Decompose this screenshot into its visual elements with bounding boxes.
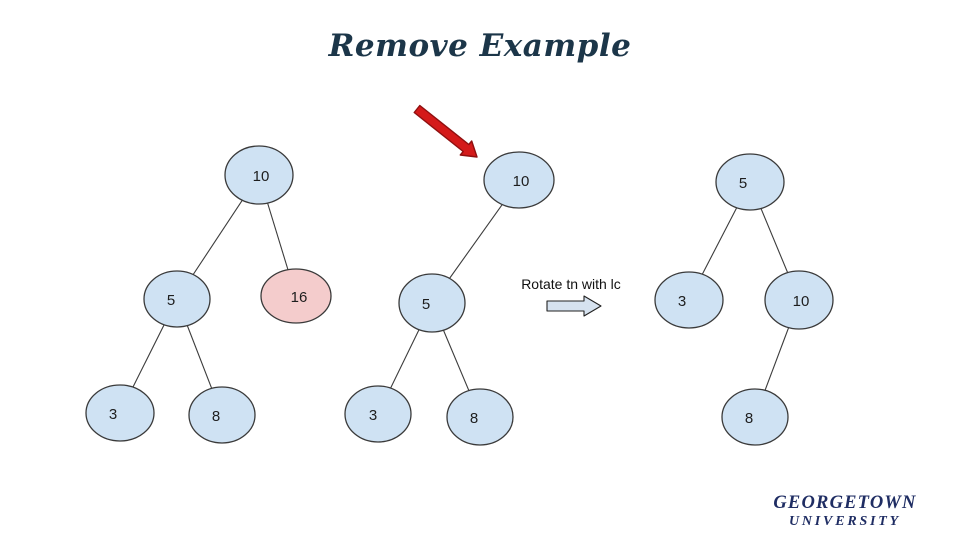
- node-ellipse-highlighted: [260, 268, 332, 324]
- node-value: 5: [422, 296, 430, 313]
- node-value: 3: [678, 293, 686, 310]
- red-pointer-arrow: [413, 104, 478, 158]
- node-ellipse: [398, 273, 466, 333]
- tree-node-8: 8: [446, 388, 514, 446]
- node-ellipse: [224, 145, 294, 205]
- node-value: 5: [739, 175, 747, 192]
- slide-title: Remove Example: [328, 28, 632, 64]
- tree-node-3: 3: [85, 384, 155, 442]
- tree-node-3: 3: [344, 385, 412, 443]
- tree-node-10: 10: [224, 145, 294, 205]
- rotate-block-arrow: [546, 295, 602, 317]
- node-ellipse: [764, 270, 834, 330]
- tree-node-8: 8: [188, 386, 256, 444]
- tree-node-10: 10: [764, 270, 834, 330]
- tree-node-5: 5: [715, 153, 785, 211]
- node-value: 16: [291, 289, 308, 306]
- node-ellipse: [654, 271, 724, 329]
- node-value: 3: [109, 406, 117, 423]
- node-ellipse: [483, 151, 555, 209]
- node-ellipse: [85, 384, 155, 442]
- tree-node-3: 3: [654, 271, 724, 329]
- tree-node-8: 8: [721, 388, 789, 446]
- logo-wordmark-line1: GEORGETOWN: [773, 493, 917, 513]
- node-value: 10: [513, 173, 530, 190]
- tree-after-rotate: 5 3 10 8: [654, 153, 834, 446]
- node-value: 8: [212, 408, 220, 425]
- rotate-label: Rotate tn with lc: [521, 276, 621, 292]
- node-value: 3: [369, 407, 377, 424]
- node-ellipse: [715, 153, 785, 211]
- tree-node-10: 10: [483, 151, 555, 209]
- tree-node-5: 5: [398, 273, 466, 333]
- tree-before-remove: 10 5 16 3 8: [85, 145, 332, 444]
- node-value: 8: [745, 410, 753, 427]
- logo-wordmark-line2: UNIVERSITY: [788, 513, 902, 529]
- node-value: 10: [253, 168, 270, 185]
- node-ellipse: [446, 388, 514, 446]
- node-value: 10: [793, 293, 810, 310]
- tree-node-5: 5: [143, 270, 211, 328]
- tree-after-remove: 10 5 3 8: [344, 104, 555, 446]
- node-ellipse: [344, 385, 412, 443]
- node-ellipse: [188, 386, 256, 444]
- tree-node-16-highlighted: 16: [260, 268, 332, 324]
- node-ellipse: [721, 388, 789, 446]
- rotate-annotation: Rotate tn with lc: [521, 276, 621, 317]
- georgetown-logo: GEORGETOWN UNIVERSITY: [740, 494, 950, 529]
- node-ellipse: [143, 270, 211, 328]
- node-value: 5: [167, 292, 175, 309]
- node-value: 8: [470, 410, 478, 427]
